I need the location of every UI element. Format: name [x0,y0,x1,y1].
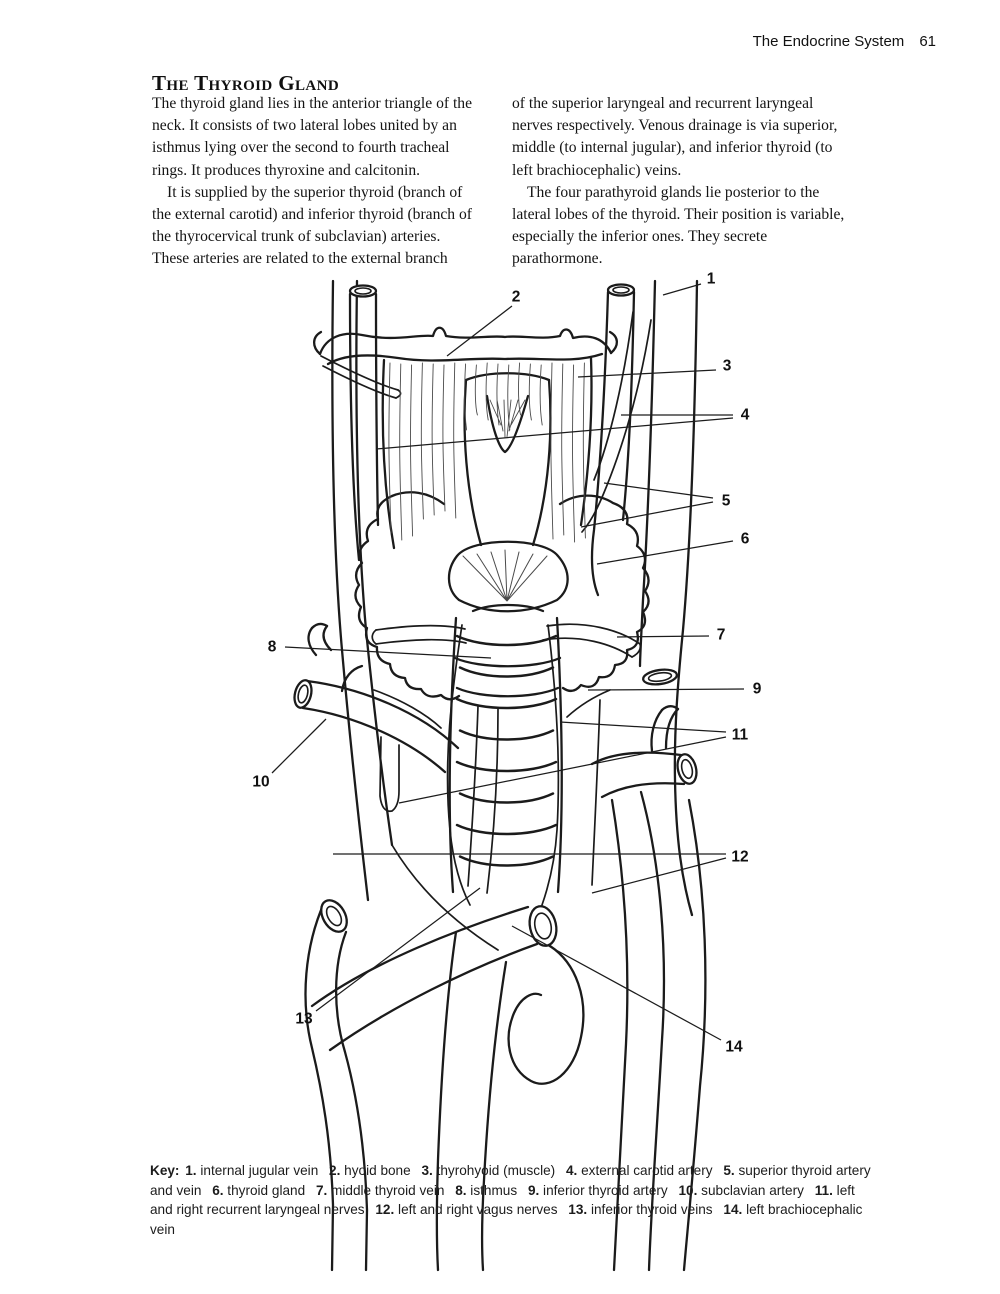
paragraph: The four parathyroid glands lie posterio… [512,183,845,268]
key-entry: 9. inferior thyroid artery [527,1182,668,1198]
paragraph: The thyroid gland lies in the anterior t… [152,95,473,179]
body-column-left: The thyroid gland lies in the anterior t… [152,93,476,271]
svg-text:13: 13 [295,1011,313,1028]
section-title-text: The Endocrine System [752,33,905,50]
page-title: The Thyroid Gland [152,71,340,96]
svg-text:9: 9 [753,681,762,698]
figure-label-7: 7 [616,627,726,644]
svg-text:5: 5 [722,493,731,510]
key-entry: 1. internal jugular vein [185,1163,319,1178]
figure-label-1: 1 [662,271,716,296]
figure-label-10: 10 [252,718,327,791]
svg-text:11: 11 [732,727,749,744]
key-entry: 11. left and right recurrent laryngeal n… [150,1182,855,1218]
svg-text:14: 14 [725,1039,743,1056]
svg-text:8: 8 [268,639,277,656]
figure-label-11: 11 [398,721,749,804]
figure-label-12: 12 [333,849,749,894]
figure-label-2: 2 [446,289,521,357]
figure-key: Key: 1. internal jugular vein 2. hyoid b… [150,1161,874,1239]
body-column-right: of the superior laryngeal and recurrent … [512,93,852,271]
key-entry: 6. thyroid gland [212,1182,306,1198]
key-entry: 8. isthmus [455,1182,518,1198]
key-word: Key: [150,1163,180,1178]
figure-label-9: 9 [587,681,762,698]
svg-text:2: 2 [512,289,521,306]
svg-text:1: 1 [707,271,716,288]
figure-label-14: 14 [511,925,743,1056]
svg-text:7: 7 [717,627,726,644]
svg-text:6: 6 [741,531,750,548]
svg-text:3: 3 [723,358,732,375]
figure-label-13: 13 [295,887,481,1028]
key-entry: 7. middle thyroid vein [315,1182,445,1198]
svg-text:12: 12 [731,849,748,866]
figure-label-3: 3 [577,358,732,378]
page-header: The Endocrine System 61 [753,33,936,50]
figure-label-8: 8 [268,639,492,659]
figure-label-4: 4 [375,407,750,450]
key-entry: 2. hyoid bone [329,1163,411,1178]
figure-label-6: 6 [596,531,750,565]
svg-text:4: 4 [741,407,750,424]
page-number: 61 [919,33,936,50]
key-entry: 3. thyrohyoid (muscle) [421,1163,556,1178]
key-entry: 14. left brachiocephalic vein [150,1202,863,1237]
figure-label-5: 5 [580,482,731,528]
key-entry: 5. superior thyroid artery and vein [150,1163,871,1198]
paragraph: of the superior laryngeal and recurrent … [512,95,838,179]
key-entry: 13. inferior thyroid veins [568,1202,713,1218]
key-entry: 4. external carotid artery [565,1163,713,1178]
paragraph: It is supplied by the superior thyroid (… [152,183,472,268]
key-entry: 10. subclavian artery [678,1182,804,1198]
svg-text:10: 10 [252,774,269,791]
key-entry: 12. left and right vagus nerves [375,1202,558,1218]
